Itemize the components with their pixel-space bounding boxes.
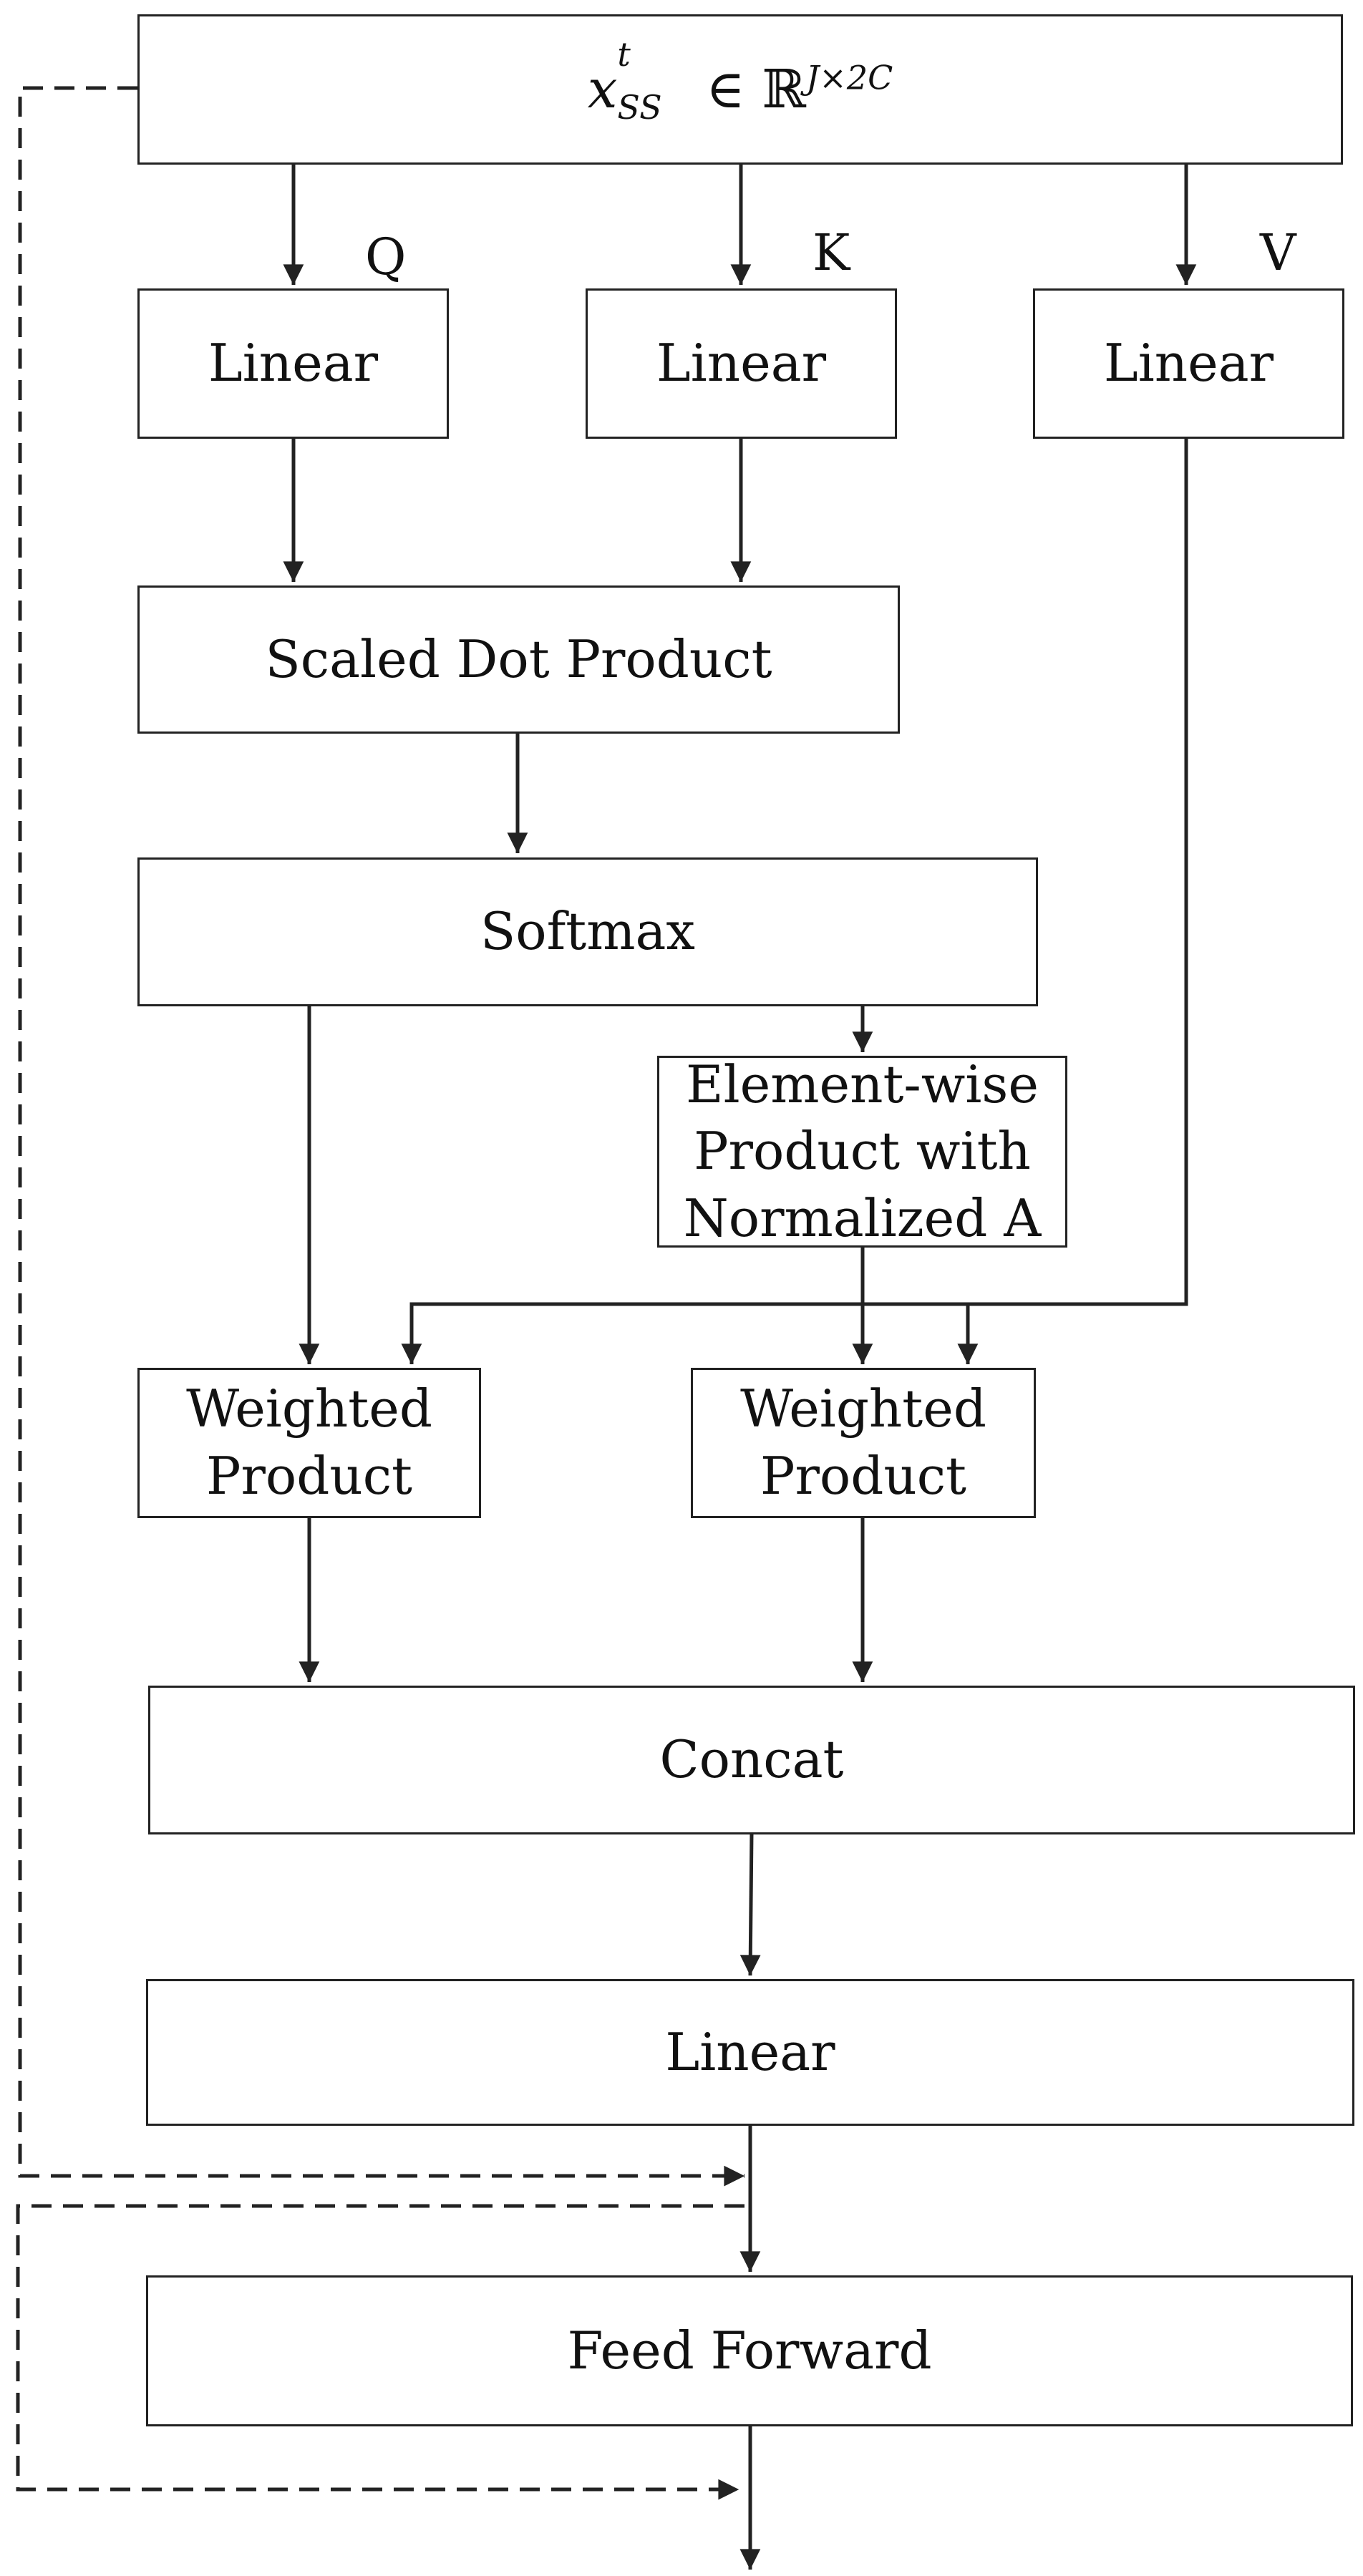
label-v: V bbox=[1260, 223, 1296, 282]
scaled-dot-product-box: Scaled Dot Product bbox=[137, 585, 900, 734]
weighted-1-line-2: Product bbox=[206, 1446, 412, 1506]
element-wise-line-2: Product with bbox=[694, 1121, 1031, 1182]
label-q: Q bbox=[365, 228, 407, 286]
feed-forward-box: Feed Forward bbox=[146, 2275, 1353, 2426]
linear-v-box: Linear bbox=[1033, 288, 1344, 439]
residual-skip-2 bbox=[16, 2204, 744, 2500]
input-tensor-formula: xtSSSS ∈ ℝJ×2C bbox=[587, 34, 893, 127]
weighted-product-box-2: Weighted Product bbox=[691, 1368, 1036, 1518]
weighted-product-box-1: Weighted Product bbox=[137, 1368, 481, 1518]
line-v-down bbox=[401, 437, 1188, 1365]
input-tensor-box: xtSSSS ∈ ℝJ×2C bbox=[137, 14, 1343, 165]
softmax-box: Softmax bbox=[137, 857, 1038, 1006]
element-wise-line-3: Normalized A bbox=[683, 1187, 1042, 1248]
arrow-concat-to-linear bbox=[739, 1832, 761, 1976]
element-wise-product-box: Element-wise Product with Normalized A bbox=[657, 1054, 1067, 1248]
residual-skip-1 bbox=[18, 86, 745, 2187]
weighted-2-line-1: Weighted bbox=[740, 1379, 986, 1439]
label-k: K bbox=[813, 223, 850, 282]
linear-k-box: Linear bbox=[586, 288, 897, 439]
weighted-1-line-1: Weighted bbox=[186, 1379, 432, 1439]
linear-q-box: Linear bbox=[137, 288, 449, 439]
weighted-2-line-2: Product bbox=[760, 1446, 966, 1506]
concat-box: Concat bbox=[148, 1686, 1355, 1834]
element-wise-line-1: Element-wise bbox=[686, 1054, 1039, 1114]
linear-output-box: Linear bbox=[146, 1979, 1354, 2126]
